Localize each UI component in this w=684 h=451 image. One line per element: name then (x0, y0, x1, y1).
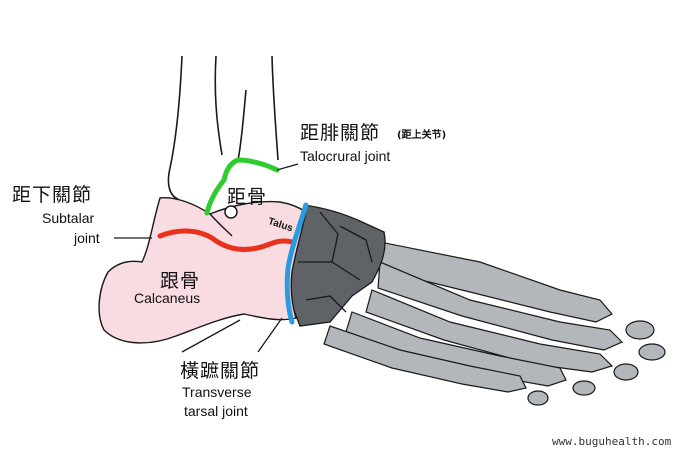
talus-marker (224, 205, 238, 219)
transverse-tarsal-joint-label-line2: tarsal joint (184, 403, 248, 419)
calcaneus-chinese-label: 跟骨 (160, 270, 201, 292)
talocrural-joint-label: Talocrural joint (300, 148, 391, 164)
transverse-tarsal-joint-label-line1: Transverse (182, 384, 252, 400)
transverse-tarsal-joint-chinese-label: 橫蹠關節 (180, 360, 261, 382)
subtalar-joint-line (157, 228, 295, 252)
hindfoot-bones (98, 197, 307, 344)
talocrural-joint-chinese-label: 距腓關節 (300, 122, 381, 144)
leader-lines (114, 163, 299, 353)
subtalar-joint-label-line2: joint (74, 230, 100, 246)
talus-chinese-label: 距骨 (227, 186, 268, 208)
midfoot-bones (287, 204, 386, 327)
forefoot-bones (323, 239, 666, 406)
transverse-joint-line (284, 202, 309, 325)
leg-bones (167, 55, 279, 200)
watermark: www.buguhealth.com (552, 435, 672, 448)
talocrural-joint-line (204, 157, 280, 216)
talocrural-joint-alt-chinese-label: (距上关节) (397, 130, 447, 141)
subtalar-joint-label-line1: Subtalar (42, 210, 95, 226)
subtalar-joint-chinese-label: 距下關節 (12, 184, 93, 206)
calcaneus-label: Calcaneus (134, 290, 201, 306)
